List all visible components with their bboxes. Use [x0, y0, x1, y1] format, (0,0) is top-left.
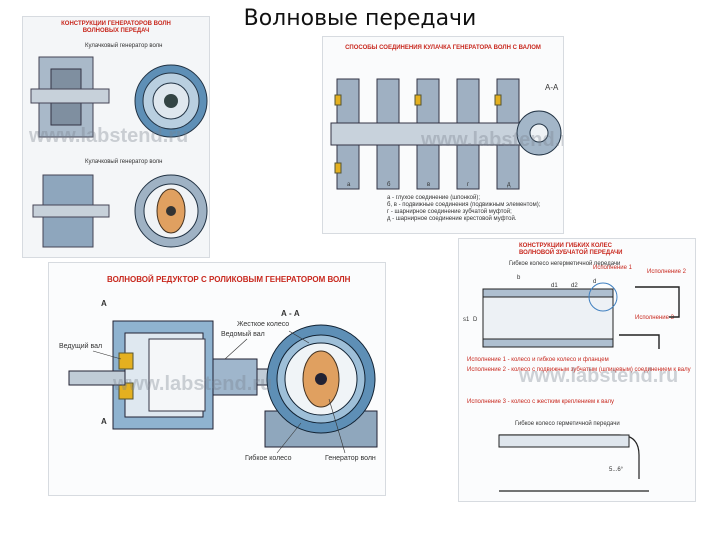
- rigid-wheel-label: Жесткое колесо: [237, 321, 290, 328]
- note-2: б, в - подвижные соединения (подвижным э…: [387, 202, 541, 208]
- letter-a: а: [347, 182, 351, 188]
- dim-d: d: [593, 279, 597, 285]
- letter-v: в: [427, 182, 431, 188]
- generator-designs-figure: КОНСТРУКЦИИ ГЕНЕРАТОРОВ ВОЛН ВОЛНОВЫХ ПЕ…: [22, 16, 210, 258]
- driven-shaft-label: Ведомый вал: [221, 331, 265, 338]
- letter-b: б: [387, 182, 391, 188]
- watermark: www.labstend.ru: [519, 365, 679, 387]
- watermark: www.labstend.ru: [421, 129, 563, 151]
- panel4-sub2: Гибкое колесо герметичной передачи: [515, 421, 620, 427]
- panel2-heading: СПОСОБЫ СОЕДИНЕНИЯ КУЛАЧКА ГЕНЕРАТОРА ВО…: [345, 45, 541, 51]
- panel1-heading2: ВОЛНОВЫХ ПЕРЕДАЧ: [82, 28, 150, 34]
- version-2-label: Исполнение 2: [647, 269, 686, 275]
- roller-reducer-figure: ВОЛНОВОЙ РЕДУКТОР С РОЛИКОВЫМ ГЕНЕРАТОРО…: [48, 262, 386, 496]
- panel1-heading1: КОНСТРУКЦИИ ГЕНЕРАТОРОВ ВОЛН: [61, 21, 171, 27]
- dim-b: b: [517, 275, 521, 281]
- section-label: А - А: [281, 309, 300, 318]
- version-3-label: Исполнение 3: [635, 315, 674, 321]
- section-aa-label: А-А: [545, 83, 559, 92]
- reducer-drawing: [68, 320, 378, 454]
- letter-d: д: [507, 182, 511, 188]
- generator-drawings: [30, 56, 208, 248]
- connection-drawings: [330, 78, 562, 190]
- version-1-label: Исполнение 1: [593, 265, 632, 271]
- dim-D: D: [473, 317, 478, 323]
- cam-connection-figure: СПОСОБЫ СОЕДИНЕНИЯ КУЛАЧКА ГЕНЕРАТОРА ВО…: [322, 36, 564, 234]
- section-a-top: А: [101, 299, 107, 308]
- watermark: www.labstend.ru: [113, 373, 273, 395]
- dim-s1: s1: [463, 317, 470, 323]
- watermark: www.labstend.ru: [29, 125, 189, 147]
- note-4: д - шарнирное соединение крестовой муфто…: [387, 216, 517, 222]
- slide-title: Волновые передачи: [243, 6, 477, 31]
- drive-shaft-label: Ведущий вал: [59, 343, 103, 350]
- panel1-sub1: Кулачковый генератор волн: [85, 43, 163, 49]
- version-note-3: Исполнение 3 - колесо с жестким креплени…: [467, 399, 615, 405]
- note-1: а - глухое соединение (шпонкой);: [387, 195, 481, 201]
- note-3: г - шарнирное соединение зубчатой муфтой…: [387, 209, 512, 215]
- panel3-heading: ВОЛНОВОЙ РЕДУКТОР С РОЛИКОВЫМ ГЕНЕРАТОРО…: [107, 275, 351, 284]
- dim-d1: d1: [551, 283, 558, 289]
- panel4-sub1: Гибкое колесо негерметичной передачи: [509, 261, 621, 267]
- flex-wheel-drawings: [482, 282, 680, 492]
- panel4-heading2: ВОЛНОВОЙ ЗУБЧАТОЙ ПЕРЕДАЧИ: [519, 250, 623, 256]
- panel4-heading1: КОНСТРУКЦИИ ГИБКИХ КОЛЕС: [519, 243, 612, 249]
- flex-wheel-label: Гибкое колесо: [245, 455, 292, 462]
- flex-wheel-figure: КОНСТРУКЦИИ ГИБКИХ КОЛЕС ВОЛНОВОЙ ЗУБЧАТ…: [458, 238, 696, 502]
- version-note-2: Исполнение 2 - колесо с подвижным зубчат…: [467, 367, 691, 373]
- dim-d2: d2: [571, 283, 578, 289]
- panel1-sub2: Кулачковый генератор волн: [85, 159, 163, 165]
- wave-generator-label: Генератор волн: [325, 455, 376, 462]
- angle-label: 5...6°: [609, 467, 624, 473]
- section-a-bottom: А: [101, 417, 107, 426]
- version-note-1: Исполнение 1 - колесо и гибкое колесо и …: [467, 357, 609, 363]
- letter-g: г: [467, 182, 470, 188]
